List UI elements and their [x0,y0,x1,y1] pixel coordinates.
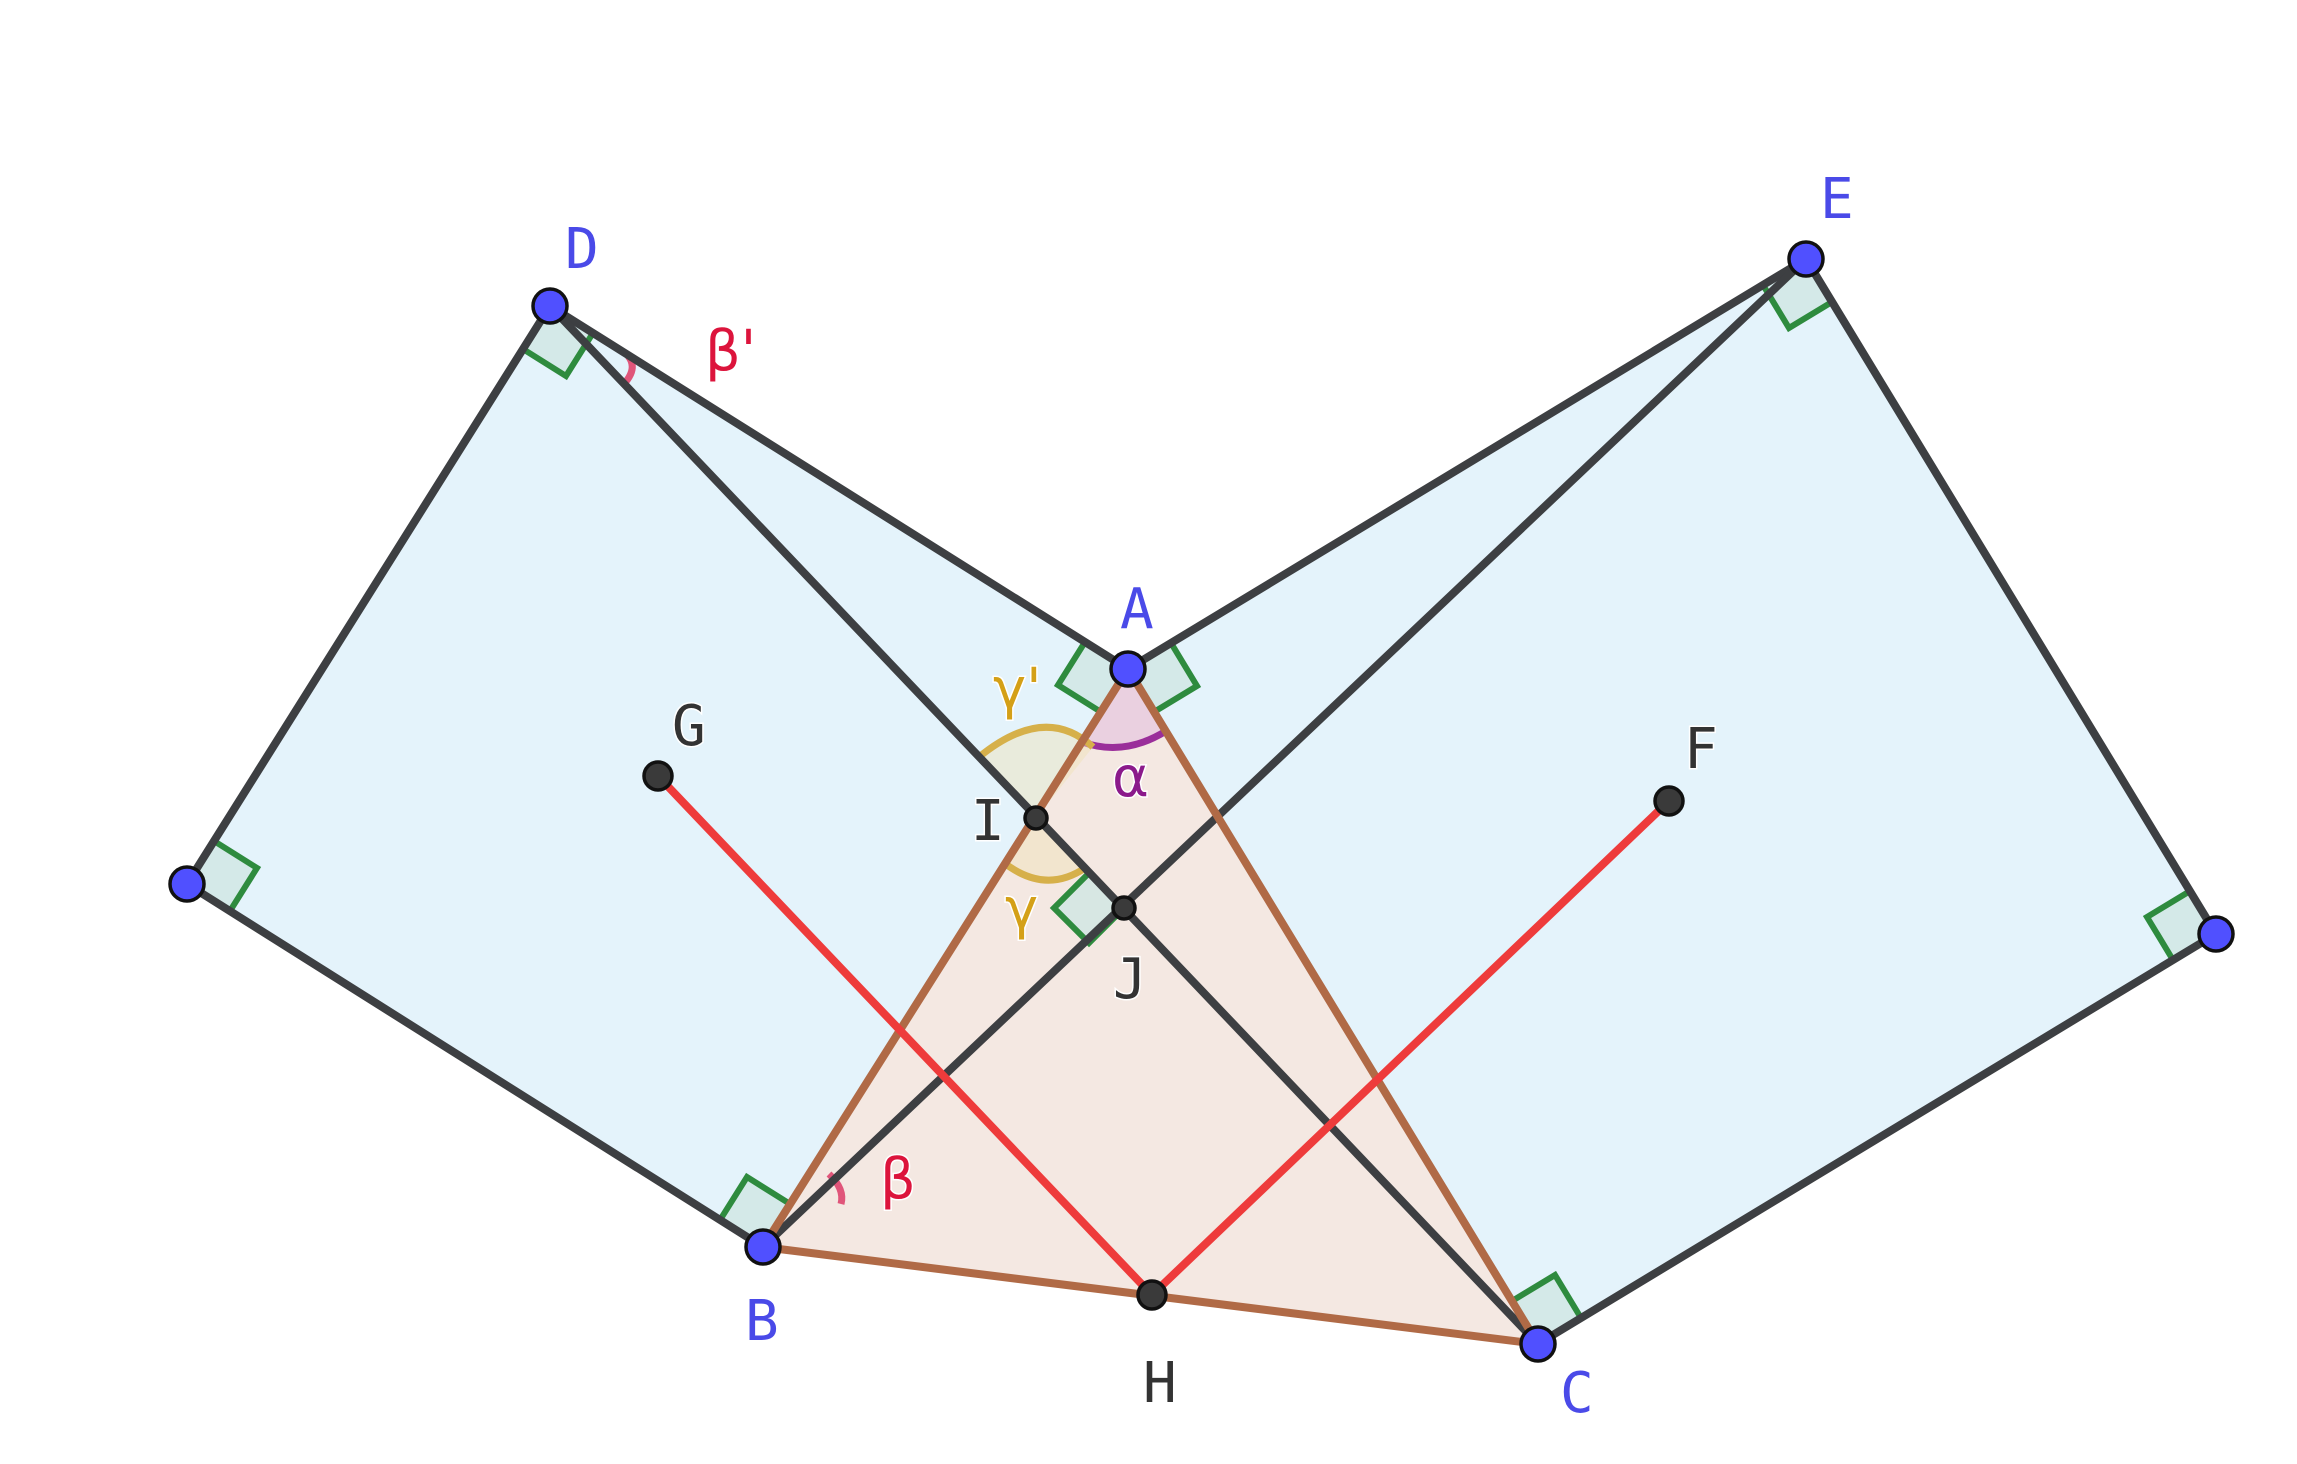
points [168,240,2235,1363]
label-gamma-prime: γ' [993,657,1042,722]
point-I [1023,805,1049,831]
label-A: A [1120,577,1154,642]
label-C: C [1560,1361,1594,1426]
label-J: J [1113,947,1147,1012]
label-beta: β [880,1147,916,1212]
segment-A-E [1124,255,1810,673]
angle-arcs [619,353,1168,1205]
label-G: G [672,694,706,759]
angle-arc-alpha [1082,669,1166,748]
point-A [1109,650,1147,688]
label-gamma: γ [1005,877,1038,942]
angle-arc-gamma [1003,818,1085,881]
segment-E-B [759,255,1810,1251]
point-G [642,760,674,792]
segment-left-B [183,880,767,1251]
segment-A-B [759,665,1132,1251]
point-F [1653,785,1685,817]
angle-arc-gamma-prime [979,727,1093,818]
label-B: B [745,1289,779,1354]
segment-G-H [654,772,1156,1299]
point-right-corner [2197,915,2235,953]
label-alpha: α [1112,745,1149,810]
segment-D-left [183,302,554,888]
point-J [1111,895,1137,921]
point-H [1136,1279,1168,1311]
segment-D-A [546,302,1132,673]
label-beta-prime: β' [705,319,756,384]
segment-right-C [1534,930,2220,1348]
segment-E-right [1802,255,2220,938]
label-D: D [565,217,599,282]
label-I: I [971,789,1005,854]
point-B [744,1228,782,1266]
label-F: F [1684,717,1718,782]
segment-A-C [1124,665,1542,1348]
point-D [531,287,569,325]
triangle-ABC [763,669,1538,1344]
label-E: E [1820,167,1854,232]
segment-H-F [1148,797,1673,1299]
label-H: H [1143,1351,1177,1416]
red-segments [654,772,1673,1299]
point-E [1787,240,1825,278]
labels: A B C D E F G H I J α β β' γ' γ [564,166,1856,1428]
point-left-corner [168,865,206,903]
point-C [1519,1325,1557,1363]
angle-arc-beta [826,1171,846,1205]
